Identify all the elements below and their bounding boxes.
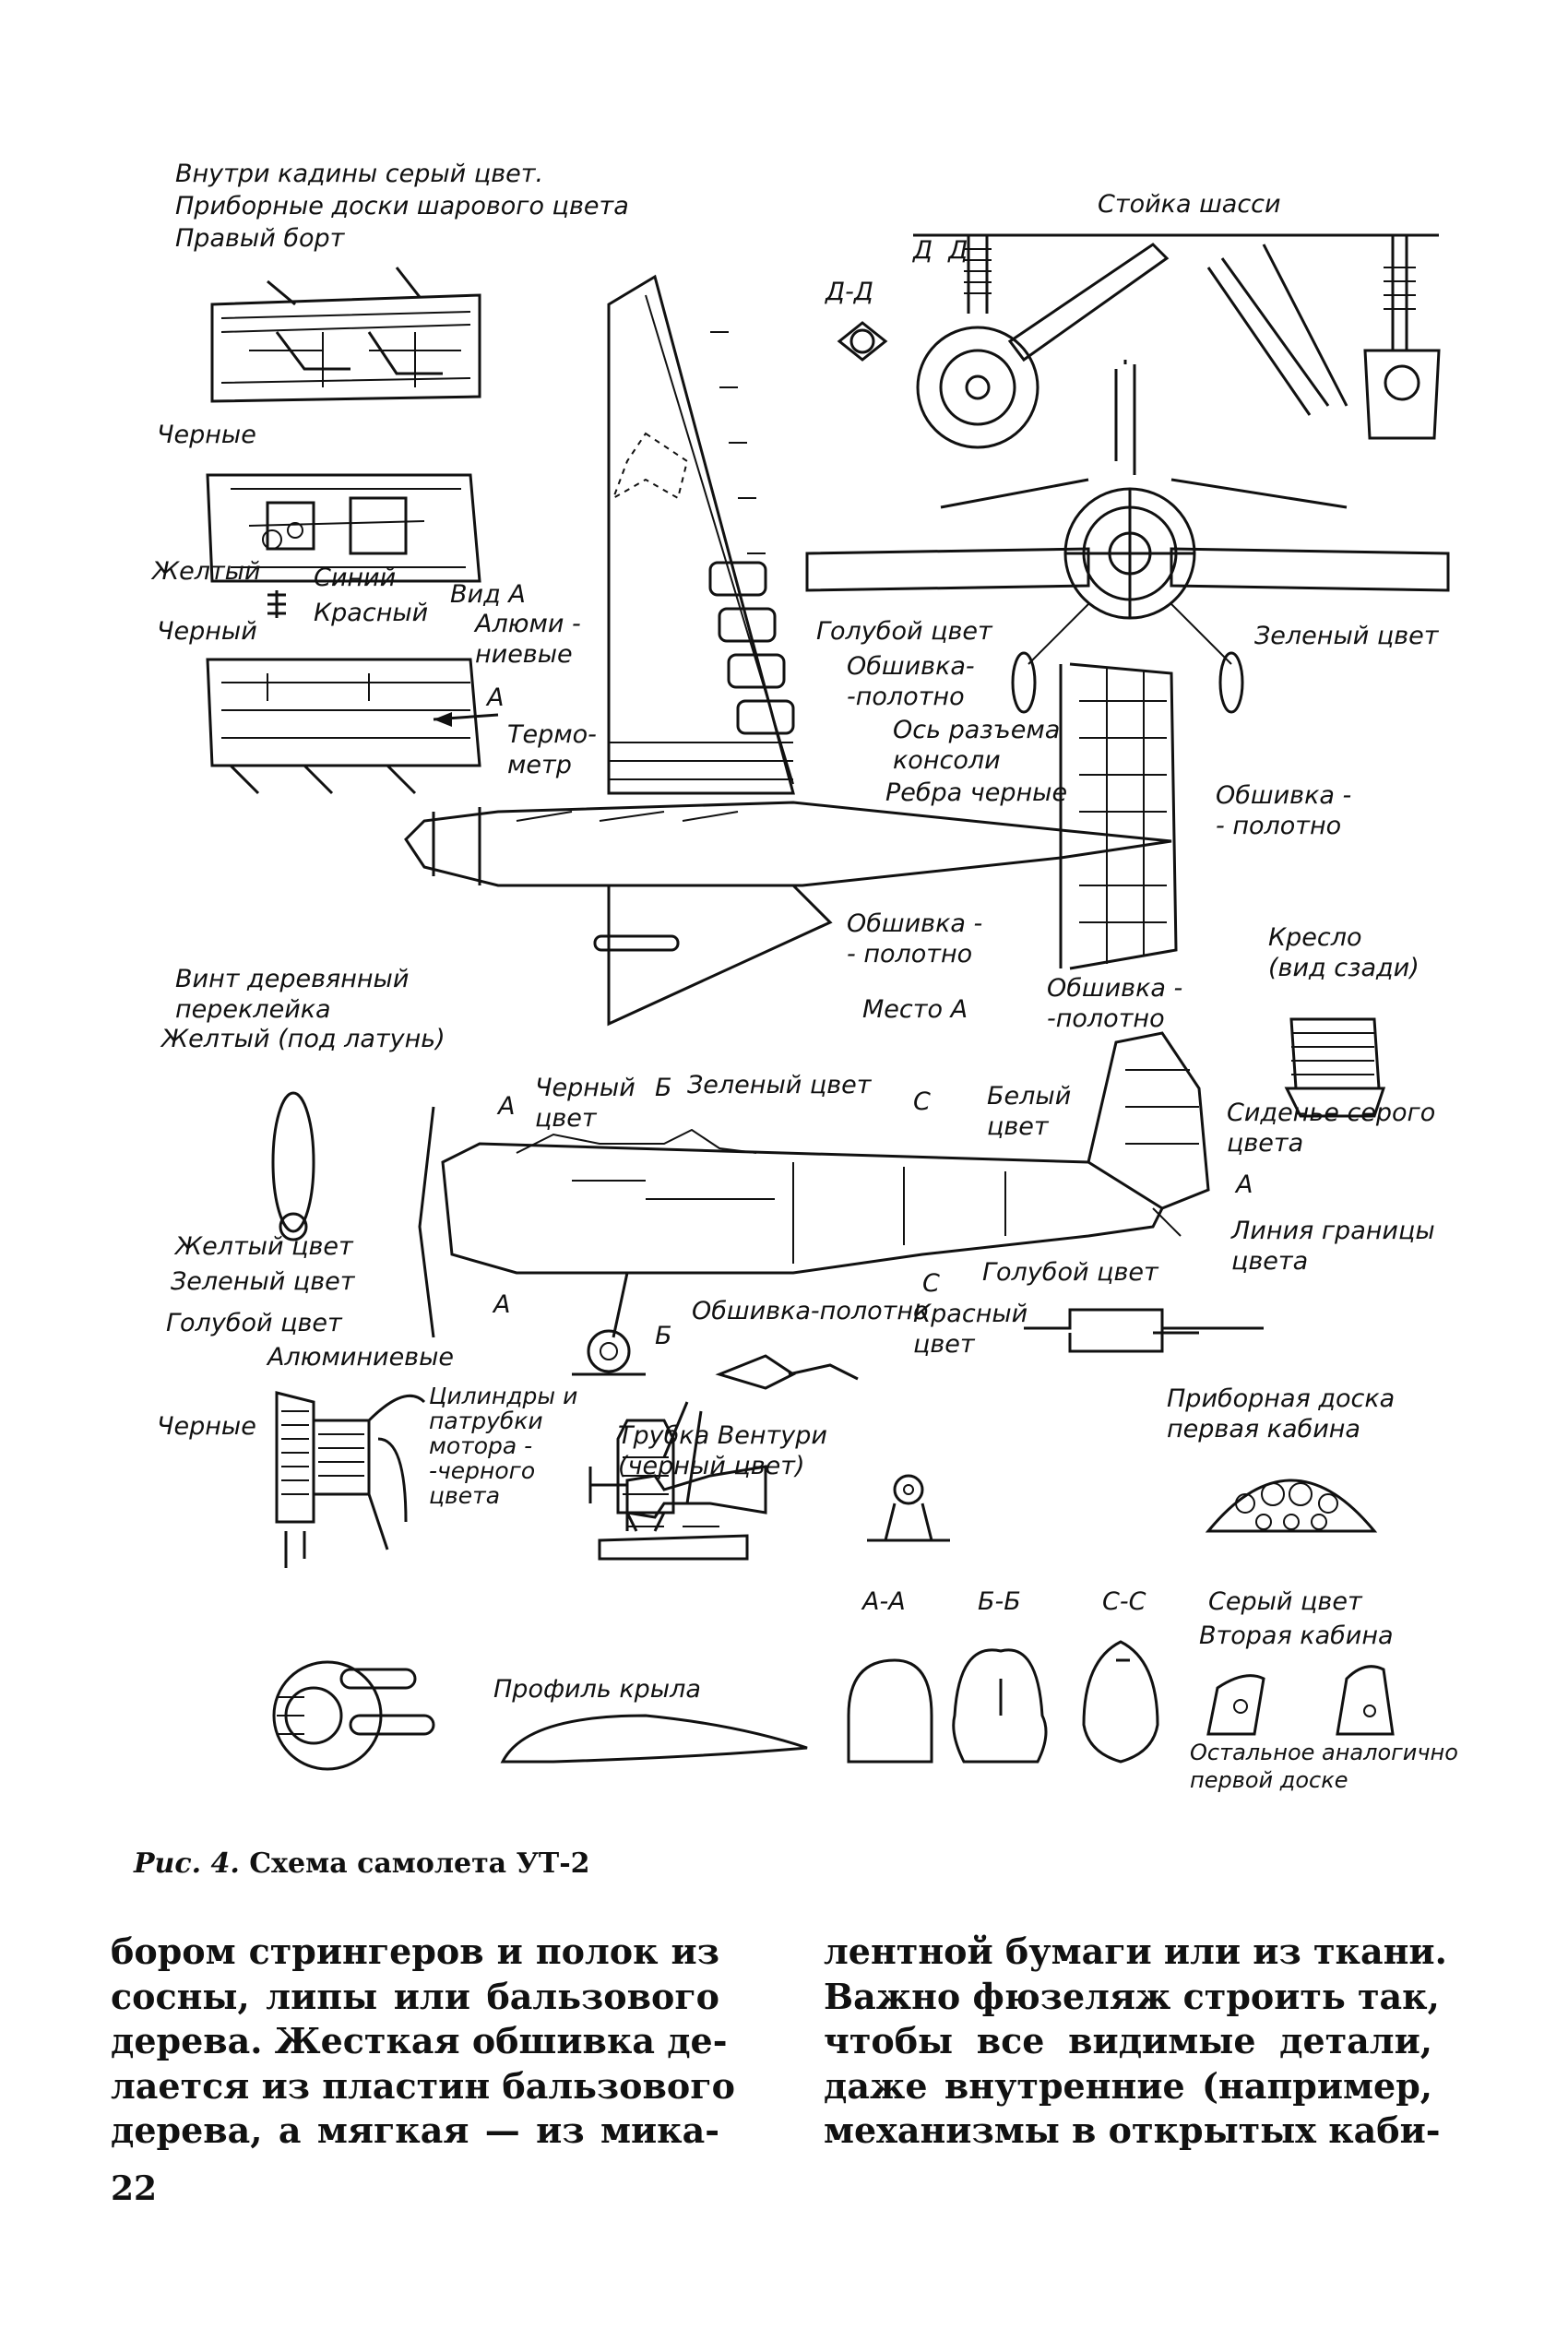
landing-gear-detail	[837, 233, 1441, 449]
label-section-dd-top: Д Д	[913, 236, 968, 265]
label-seat-grey: Сиденье серого цвета	[1227, 1099, 1436, 1158]
body-line: Важно фюзеляж строить так,	[824, 1975, 1440, 2017]
body-line: бором стрингеров и полок из	[111, 1930, 719, 1972]
label-c-bottom: С	[922, 1269, 940, 1298]
label-black-3: Черные	[157, 1412, 256, 1441]
caption-label: Рис. 4.	[134, 1847, 240, 1880]
label-a-bottom: А	[493, 1290, 511, 1319]
seat-back-view	[1284, 1017, 1386, 1118]
label-arrow-a: А	[487, 683, 505, 712]
label-c-top: С	[913, 1087, 931, 1116]
wing-profile-drawing	[500, 1714, 808, 1764]
lower-details	[588, 1308, 1264, 1532]
label-prop-wood: Винт деревянный переклейка	[175, 965, 410, 1024]
body-line: дерева, а мягкая — из мика-	[111, 2109, 719, 2151]
label-second-cabin: Вторая кабина	[1199, 1621, 1394, 1650]
label-a-top: А	[498, 1092, 516, 1121]
fuselage-top-view	[404, 274, 1178, 1027]
label-green-2: Зеленый цвет	[687, 1071, 872, 1099]
label-skin-fabric-4: Обшивка - -полотно	[1047, 974, 1183, 1033]
label-light-blue-2: Голубой цвет	[166, 1309, 342, 1337]
label-aluminium-2: Алюминиевые	[267, 1343, 455, 1372]
body-line: дерева. Жесткая обшивка де-	[111, 2020, 728, 2061]
venturi-tube	[598, 1465, 767, 1561]
engine-front-view	[272, 1660, 435, 1771]
label-black-1: Черные	[157, 421, 256, 449]
body-column-right: лентной бумаги или из ткани. Важно фюзел…	[824, 1930, 1447, 2154]
label-green-1: Зеленый цвет	[1254, 622, 1439, 650]
label-light-blue-1: Голубой цвет	[816, 617, 992, 646]
side-view-aircraft	[418, 1031, 1210, 1376]
label-cabin-inside: Внутри кадины серый цвет.	[175, 160, 544, 188]
label-grey-color: Серый цвет	[1208, 1587, 1362, 1616]
fitting-detail	[867, 1474, 950, 1542]
label-ribs-black: Ребра черные	[885, 778, 1068, 807]
body-line: даже внутренние (например,	[824, 2064, 1432, 2107]
cross-sections	[847, 1640, 1159, 1764]
figure-caption: Рис. 4. Схема самолета УТ-2	[134, 1847, 590, 1880]
label-view-a: Вид А	[450, 580, 526, 609]
propeller-detail	[271, 1091, 315, 1241]
label-b-top: Б	[655, 1074, 672, 1102]
color-sample-marker	[267, 590, 286, 618]
label-section-cc: С-С	[1102, 1587, 1146, 1616]
label-console-axis: Ось разъема консоли	[893, 716, 1061, 775]
label-white-color: Белый цвет	[987, 1082, 1072, 1141]
front-view-aircraft	[805, 360, 1450, 714]
label-yellow-1: Желтый	[152, 557, 261, 586]
ut2-scheme-drawing	[206, 233, 1450, 1771]
caption-text: Схема самолета УТ-2	[239, 1847, 590, 1880]
label-wing-profile: Профиль крыла	[493, 1675, 701, 1704]
label-a-right: А	[1236, 1170, 1253, 1199]
label-color-line: Линия границы цвета	[1231, 1217, 1435, 1276]
label-seat-back: Кресло (вид сзади)	[1268, 923, 1420, 982]
label-panel-first: Приборная доска первая кабина	[1167, 1384, 1396, 1443]
body-column-left: бором стрингеров и полок из сосны, липы …	[111, 1930, 735, 2154]
label-venturi: Трубка Вентури (черный цвет)	[618, 1421, 827, 1480]
label-thermometer: Термо- метр	[507, 720, 597, 779]
label-b-bottom: Б	[655, 1322, 672, 1350]
body-line: лается из пластин бальзового	[111, 2064, 735, 2107]
label-yellow-2: Желтый цвет	[175, 1232, 353, 1261]
engine-detail	[275, 1391, 426, 1568]
label-right-side: Правый борт	[175, 224, 345, 253]
label-black-color: Черный цвет	[535, 1074, 636, 1133]
label-skin-fabric-2: Обшивка - - полотно	[1216, 781, 1352, 840]
label-skin-fabric-3: Обшивка - - полотно	[847, 909, 983, 968]
body-line: лентной бумаги или из ткани.	[824, 1930, 1447, 1972]
label-place-a: Место А	[862, 995, 968, 1024]
instrument-panel-first	[1205, 1479, 1378, 1533]
label-blue-1: Синий	[314, 564, 397, 592]
label-black-2: Черный	[157, 617, 257, 646]
label-cylinders: Цилиндры и патрубки мотора - -черного цв…	[429, 1383, 578, 1509]
cabin-interior-view-3	[206, 658, 499, 795]
page-number: 22	[111, 2169, 158, 2208]
cabin-interior-view-1	[210, 267, 481, 403]
label-section-bb: Б-Б	[978, 1587, 1021, 1616]
label-section-dd: Д-Д	[826, 278, 873, 306]
label-green-3: Зеленый цвет	[171, 1267, 355, 1296]
label-prop-yellow: Желтый (под латунь)	[161, 1025, 445, 1053]
label-section-aa: А-А	[862, 1587, 906, 1616]
label-light-blue-3: Голубой цвет	[982, 1258, 1158, 1287]
second-cabin-panels	[1206, 1665, 1395, 1736]
label-red-color: Красный цвет	[913, 1300, 1028, 1359]
label-skin-fabric-5: Обшивка-полотно	[692, 1297, 929, 1325]
body-line: механизмы в открытых каби-	[824, 2109, 1441, 2151]
body-line: сосны, липы или бальзового	[111, 1975, 719, 2017]
label-rest-same: Остальное аналогично первой доске	[1190, 1740, 1458, 1793]
label-skin-fabric-1: Обшивка- -полотно	[847, 652, 975, 711]
label-panels-color: Приборные доски шарового цвета	[175, 192, 629, 220]
label-aluminium-1: Алюми - ниевые	[475, 610, 581, 669]
label-landing-strut: Стойка шасси	[1098, 190, 1281, 219]
cabin-interior-view-2	[206, 473, 481, 583]
label-red-1: Красный	[314, 599, 429, 627]
body-line: чтобы все видимые детали,	[824, 2020, 1432, 2061]
